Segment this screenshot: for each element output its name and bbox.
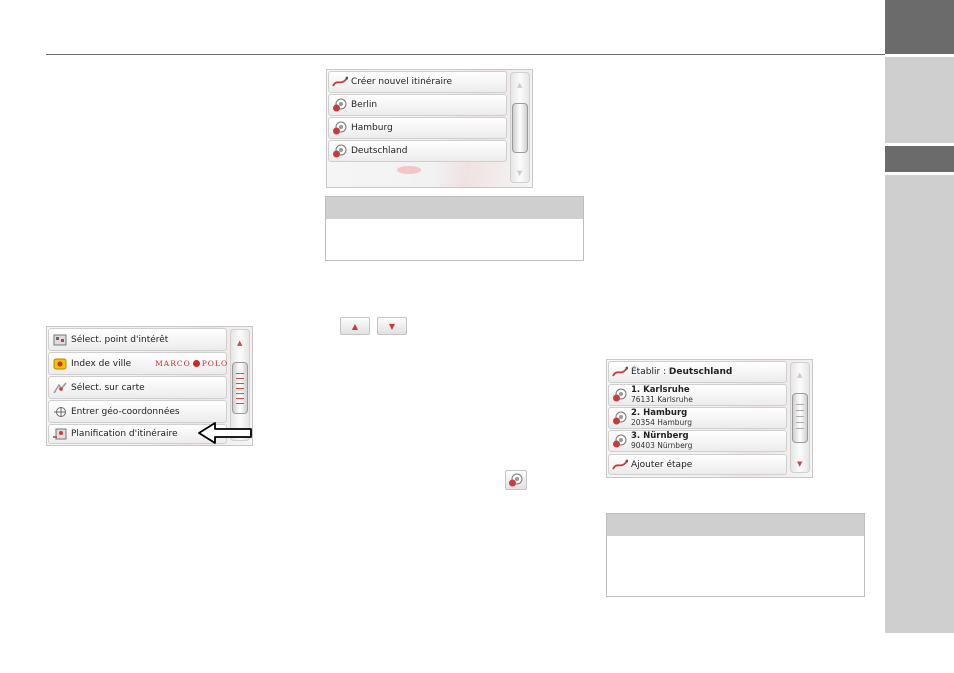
stop-address: 76131 Karlsruhe (631, 395, 693, 404)
scrollbar[interactable]: ▲ ▼ (510, 72, 530, 183)
navigation-menu-screen: Sélect. point d'intérêt Index de ville M… (46, 326, 253, 446)
menu-geo-coordinates[interactable]: Entrer géo-coordonnées (48, 400, 227, 423)
poi-icon (49, 329, 71, 350)
destination-flag-icon (329, 95, 351, 115)
header-rule (46, 54, 885, 55)
arrow-down-icon: ▼ (388, 321, 396, 331)
destination-flag-icon (329, 118, 351, 138)
destination-flag-icon (609, 385, 631, 405)
map-select-icon (49, 377, 71, 398)
destination-flag-icon (609, 408, 631, 428)
scroll-thumb[interactable] (232, 362, 248, 414)
scrollbar[interactable]: ▲ ▼ (230, 329, 250, 441)
geo-coordinates-icon (49, 401, 71, 422)
city-index-icon (49, 353, 71, 374)
create-route-row[interactable]: Créer nouvel itinéraire (328, 71, 507, 93)
stop-title: 3. Nürnberg (631, 431, 689, 441)
destination-flag-icon (329, 141, 351, 161)
menu-route-planning[interactable]: Planification d'itinéraire (48, 424, 227, 444)
route-header-row[interactable]: Établir : Deutschland (608, 361, 787, 383)
row-label: Ajouter étape (631, 459, 693, 470)
chapter-tab-active (885, 0, 954, 54)
route-row-hamburg[interactable]: Hamburg (328, 117, 507, 139)
route-plan-icon (609, 455, 631, 474)
note-header (326, 197, 583, 219)
route-edit-icon (609, 362, 631, 382)
pointer-arrow-icon (198, 422, 252, 444)
row-label: Entrer géo-coordonnées (71, 406, 180, 417)
note-box (325, 196, 584, 261)
scroll-up-icon[interactable]: ▲ (237, 339, 243, 347)
route-row-deutschland[interactable]: Deutschland (328, 140, 507, 162)
scroll-down-button: ▼ (377, 317, 407, 335)
row-label: Créer nouvel itinéraire (351, 77, 453, 87)
row-label: Berlin (351, 100, 378, 110)
stop-address: 20354 Hamburg (631, 418, 693, 427)
destination-flag-icon (505, 470, 527, 490)
compass-icon (192, 360, 200, 367)
route-list-screen: Créer nouvel itinéraire Berlin Hamburg D… (326, 69, 533, 188)
add-stage-row[interactable]: Ajouter étape (608, 454, 787, 475)
row-label: Sélect. sur carte (71, 382, 145, 393)
scrollbar[interactable]: ▲ ▼ (790, 362, 810, 473)
map-decoration (397, 166, 421, 174)
row-label: Sélect. point d'intérêt (71, 334, 169, 345)
scroll-up-button: ▲ (340, 317, 370, 335)
menu-poi[interactable]: Sélect. point d'intérêt (48, 328, 227, 351)
chapter-tab (885, 57, 954, 143)
menu-select-on-map[interactable]: Sélect. sur carte (48, 376, 227, 399)
stop-address: 90403 Nürnberg (631, 441, 693, 450)
scroll-up-icon[interactable]: ▲ (797, 371, 803, 379)
route-plan-icon (49, 425, 71, 443)
scroll-up-icon[interactable]: ▲ (517, 81, 523, 89)
route-header-prefix: Établir : (631, 367, 669, 377)
chapter-tab (885, 175, 954, 633)
destination-flag-icon (609, 431, 631, 451)
row-label: Planification d'itinéraire (71, 429, 178, 439)
scroll-down-icon[interactable]: ▼ (517, 169, 523, 177)
route-plan-icon (329, 72, 351, 92)
row-label: Deutschland (351, 146, 408, 156)
scroll-thumb[interactable] (512, 103, 528, 153)
stop-title: 1. Karlsruhe (631, 385, 690, 395)
note-box (606, 513, 865, 597)
chapter-tab-current (885, 146, 954, 172)
arrow-up-icon: ▲ (351, 321, 359, 331)
route-header-name: Deutschland (668, 367, 733, 377)
row-label: Index de ville (71, 358, 132, 369)
row-label: Hamburg (351, 123, 393, 133)
route-row-berlin[interactable]: Berlin (328, 94, 507, 116)
scroll-thumb[interactable] (792, 393, 808, 443)
scroll-down-icon[interactable]: ▼ (797, 460, 803, 468)
stop-title: 2. Hamburg (631, 408, 688, 418)
note-header (607, 514, 864, 536)
